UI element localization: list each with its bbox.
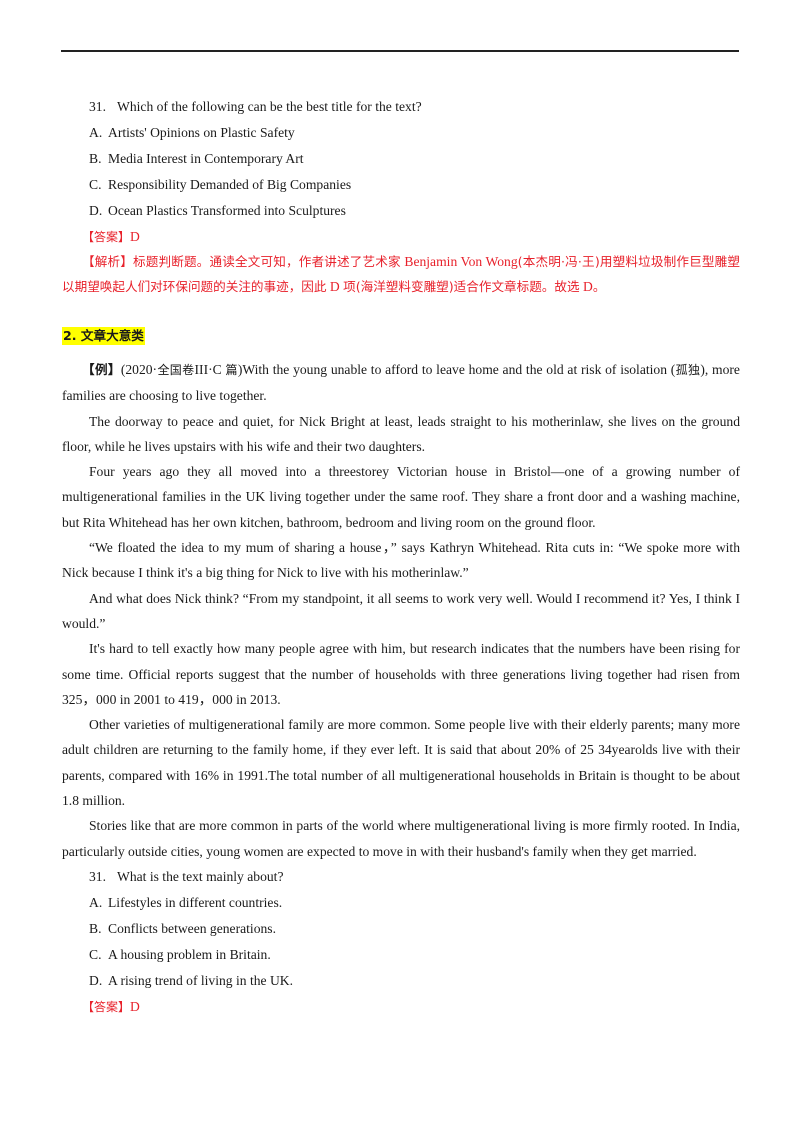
analysis-label: 【解析】 — [82, 254, 134, 269]
example-tag: 【例】 — [82, 362, 121, 377]
option-letter: A. — [89, 125, 103, 140]
question-text: What is the text mainly about? — [117, 868, 284, 884]
option-text: Lifestyles in different countries. — [108, 894, 283, 910]
source-text: 篇 — [225, 363, 238, 377]
answer-value: D — [130, 229, 140, 244]
source-text: 全国卷 — [157, 363, 195, 377]
option-text: Media Interest in Contemporary Art — [108, 151, 304, 166]
option-letter: D. — [89, 203, 103, 218]
question-1-prompt: 31. Which of the following can be the bes… — [62, 94, 740, 120]
source-text: (2020· — [120, 362, 158, 377]
question-2-option-d: D. A rising trend of living in the UK. — [62, 968, 740, 994]
intro-text: ), more families are choosing to live to… — [62, 362, 740, 404]
question-2-option-c: C. A housing problem in Britain. — [62, 942, 740, 968]
question-number: 31. — [89, 868, 106, 884]
option-letter: D. — [89, 972, 103, 988]
question-1-option-b: B. Media Interest in Contemporary Art — [62, 146, 740, 172]
passage-paragraph: Four years ago they all moved into a thr… — [62, 464, 740, 530]
analysis-text: 。 — [592, 278, 606, 294]
option-text: A rising trend of living in the UK. — [108, 972, 294, 988]
option-text: Ocean Plastics Transformed into Sculptur… — [108, 203, 346, 218]
question-number: 31. — [89, 99, 106, 114]
option-letter: C. — [89, 177, 102, 192]
header-rule — [61, 50, 739, 52]
intro-text: )With the young unable to afford to leav… — [237, 362, 676, 377]
passage-paragraph: The doorway to peace and quiet, for Nick… — [62, 413, 740, 454]
option-letter: B. — [89, 920, 102, 936]
question-text: Which of the following can be the best t… — [117, 99, 422, 114]
passage-intro: 【例】(2020·全国卷III·C 篇)With the young unabl… — [62, 357, 740, 409]
option-text: Conflicts between generations. — [108, 920, 276, 936]
passage-paragraph: Other varieties of multigenerational fam… — [62, 717, 740, 809]
answer-label: 【答案】 — [82, 999, 131, 1014]
question-1-analysis: 【解析】标题判断题。通读全文可知，作者讲述了艺术家 Benjamin Von W… — [62, 250, 740, 299]
option-text: A housing problem in Britain. — [108, 946, 271, 962]
analysis-text: 项(海洋塑料变雕塑)适合作文章标题。故选 — [343, 278, 580, 294]
section-heading-wrap: 2. 文章大意类 — [62, 323, 740, 357]
question-2-prompt: 31. What is the text mainly about? — [62, 864, 740, 890]
question-1-option-a: A. Artists' Opinions on Plastic Safety — [62, 120, 740, 146]
passage-paragraph: Stories like that are more common in par… — [62, 818, 740, 859]
passage-paragraph: It's hard to tell exactly how many peopl… — [62, 641, 740, 707]
analysis-text: (本杰明·冯·王)用塑料垃圾制作巨型雕塑以期望唤起人们对环保问题的关注的事迹，因… — [62, 254, 741, 294]
section-heading: 2. 文章大意类 — [62, 327, 145, 345]
answer-value: D — [130, 998, 140, 1014]
analysis-artist-name: Benjamin Von Wong — [400, 254, 518, 269]
option-text: Responsibility Demanded of Big Companies — [108, 177, 352, 192]
analysis-text: 标题判断题。通读全文可知，作者讲述了艺术家 — [133, 254, 401, 269]
analysis-answer: D — [579, 278, 593, 294]
question-2-answer: 【答案】D — [62, 994, 740, 1020]
intro-gloss: 孤独 — [675, 363, 701, 377]
question-1-answer: 【答案】D — [62, 224, 740, 250]
option-text: Artists' Opinions on Plastic Safety — [108, 125, 295, 140]
option-letter: C. — [89, 946, 102, 962]
passage-paragraph: “We floated the idea to my mum of sharin… — [62, 540, 740, 581]
passage-paragraph: And what does Nick think? “From my stand… — [62, 590, 740, 631]
question-1-option-d: D. Ocean Plastics Transformed into Sculpt… — [62, 198, 740, 224]
answer-label: 【答案】 — [82, 230, 131, 244]
question-1-option-c: C. Responsibility Demanded of Big Compani… — [62, 172, 740, 198]
document-page: 31. Which of the following can be the bes… — [62, 94, 740, 1020]
question-2-option-b: B. Conflicts between generations. — [62, 916, 740, 942]
source-text: III·C — [194, 362, 226, 377]
option-letter: B. — [89, 151, 102, 166]
option-letter: A. — [89, 894, 103, 910]
analysis-option: D — [326, 278, 344, 294]
question-2-option-a: A. Lifestyles in different countries. — [62, 890, 740, 916]
